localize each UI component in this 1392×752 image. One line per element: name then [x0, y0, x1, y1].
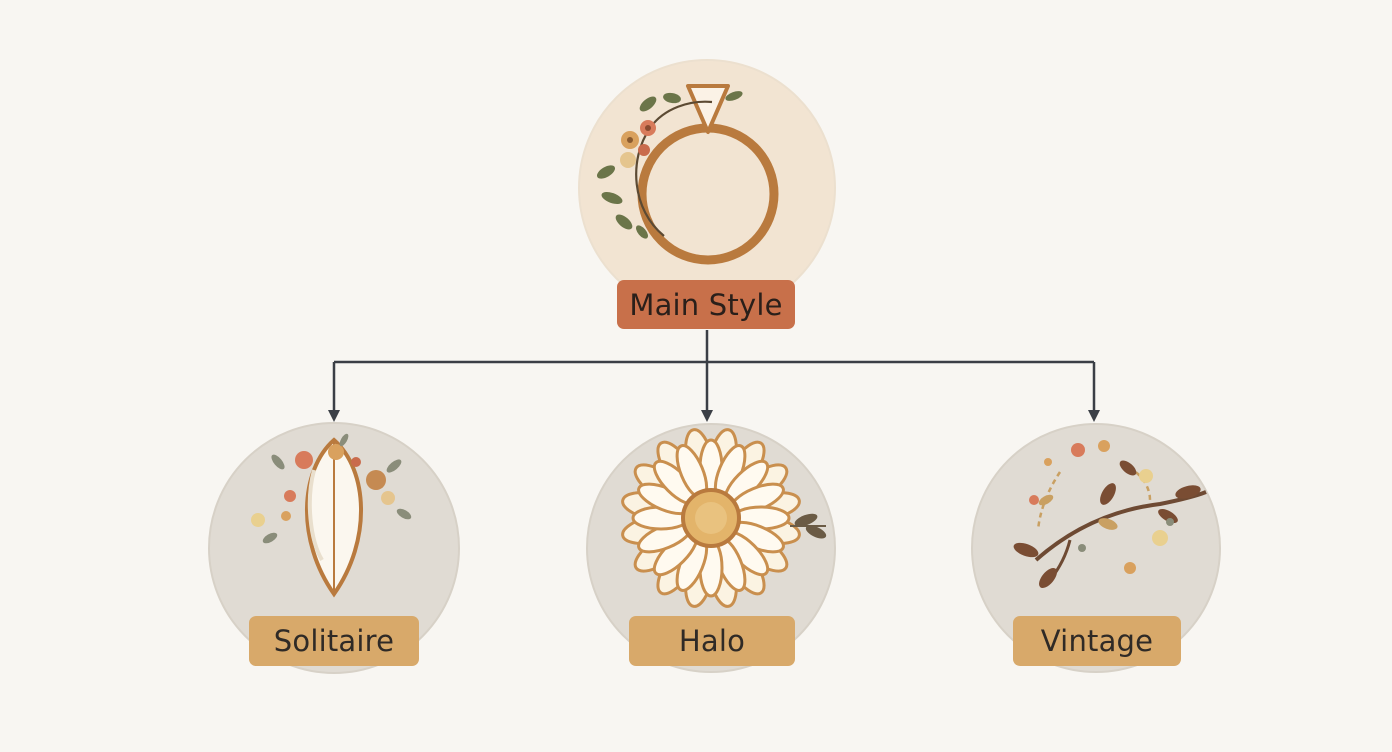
root-node	[578, 59, 836, 317]
solitaire-gem-icon	[251, 433, 412, 598]
solitaire-label[interactable]: Solitaire	[249, 616, 419, 666]
halo-node	[586, 423, 836, 673]
halo-label[interactable]: Halo	[629, 616, 795, 666]
vintage-branch-icon	[1013, 440, 1207, 588]
vintage-node	[971, 423, 1221, 673]
solitaire-node	[208, 422, 460, 674]
connector-lines	[328, 330, 1100, 422]
ring-icon	[596, 84, 779, 265]
halo-flower-icon	[621, 428, 801, 608]
vintage-circle	[971, 423, 1221, 673]
main-style-label[interactable]: Main Style	[617, 280, 795, 329]
vintage-label[interactable]: Vintage	[1013, 616, 1181, 666]
